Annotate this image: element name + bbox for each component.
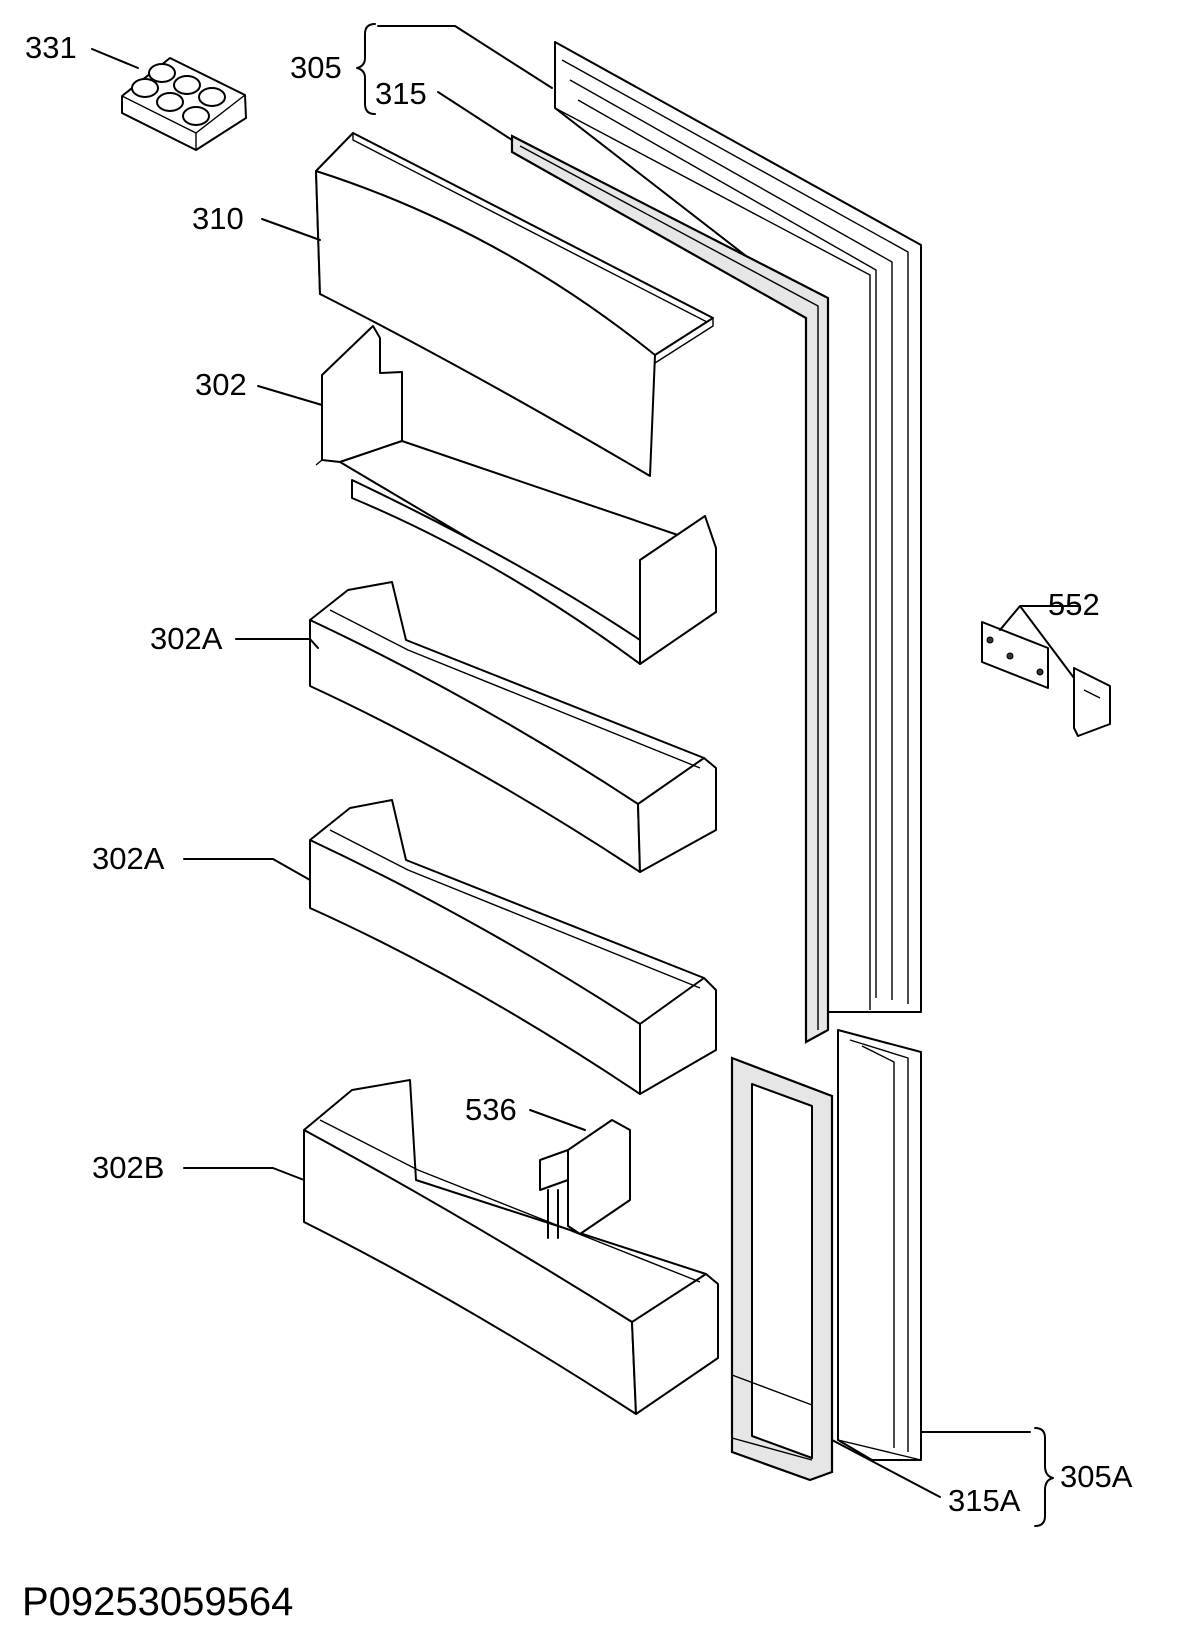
diagram-code: P09253059564 [22,1580,293,1624]
label-302A-lower: 302A [92,841,165,876]
shelf-302 [315,325,717,665]
label-302B: 302B [92,1150,164,1185]
label-302A-upper: 302A [150,621,223,656]
label-315: 315 [375,76,427,111]
label-331: 331 [25,30,77,65]
label-305: 305 [290,50,342,85]
leader-lines [91,23,1079,1527]
callout-labels: 331 305 315 310 302 302A 302A 552 536 30… [25,30,1133,1518]
bottle-shelf-302A-upper [309,581,717,873]
bottom-shelf-302B [303,1079,719,1415]
label-302: 302 [195,367,247,402]
label-310: 310 [192,201,244,236]
hinge-552 [981,621,1111,737]
shelf-cover-310 [315,132,714,477]
label-552: 552 [1048,587,1100,622]
egg-tray-331 [121,57,247,151]
label-305A: 305A [1060,1459,1133,1494]
bracket-536 [539,1119,631,1239]
upper-gasket-315 [510,134,830,1044]
lower-door-305A [837,1029,922,1461]
label-536: 536 [465,1092,517,1127]
lower-gasket-315A [730,1056,834,1482]
bottle-shelf-302A-lower [309,799,717,1095]
label-315A: 315A [948,1483,1021,1518]
